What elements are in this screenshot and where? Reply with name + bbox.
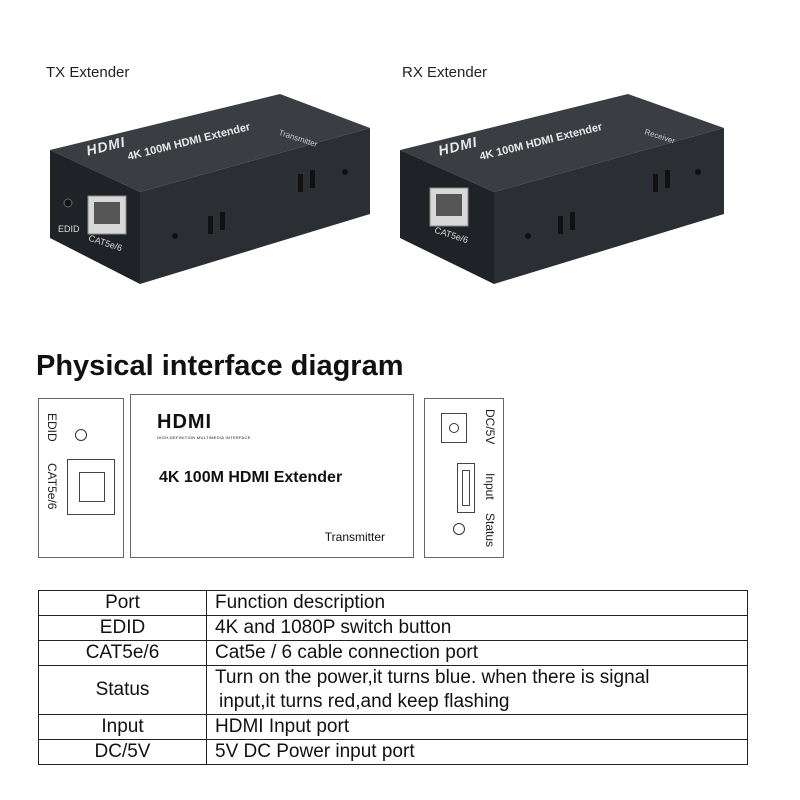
front-panel-subtitle: Transmitter: [324, 530, 385, 544]
device-top-face: [50, 94, 370, 192]
status-label: Status: [483, 513, 497, 548]
edid-button-icon: [63, 198, 73, 208]
tx-extender-device: HDMI 4K 100M HDMI Extender Transmitter E…: [40, 88, 380, 288]
rj45-port-icon: [67, 459, 115, 515]
tx-edid-text: EDID: [58, 224, 80, 234]
table-row: EDID 4K and 1080P switch button: [38, 615, 748, 641]
input-label: Input: [483, 473, 497, 500]
device-front-face: [140, 128, 370, 284]
table-header-row: Port Function description: [38, 590, 748, 616]
front-panel-title: 4K 100M HDMI Extender: [159, 469, 343, 486]
rx-extender-label: RX Extender: [402, 64, 488, 81]
function-table: Port Function description EDID 4K and 10…: [38, 590, 748, 765]
diagram-heading: Physical interface diagram: [36, 350, 404, 382]
left-port-label: CAT5e/6: [45, 463, 59, 510]
left-edid-label: EDID: [45, 413, 59, 442]
table-row: DC/5V 5V DC Power input port: [38, 739, 748, 765]
front-panel: HDMI HIGH-DEFINITION MULTIMEDIA INTERFAC…: [130, 394, 414, 558]
dc-label: DC/5V: [483, 409, 497, 445]
right-side-panel: DC/5V Input Status: [424, 398, 504, 558]
status-led-icon: [453, 523, 465, 535]
header-port: Port: [38, 590, 207, 616]
left-side-panel: EDID CAT5e/6: [38, 398, 124, 558]
edid-button-icon: [75, 429, 87, 441]
hdmi-logo: HDMI HIGH-DEFINITION MULTIMEDIA INTERFAC…: [157, 411, 251, 440]
header-function: Function description: [206, 590, 748, 616]
rx-extender-device: HDMI 4K 100M HDMI Extender Receiver CAT5…: [398, 88, 738, 288]
table-row: CAT5e/6 Cat5e / 6 cable connection port: [38, 640, 748, 666]
dc-jack-icon: [441, 413, 467, 443]
table-row: Status Turn on the power,it turns blue. …: [38, 665, 748, 715]
hdmi-port-icon: [457, 463, 475, 513]
tx-extender-label: TX Extender: [46, 64, 130, 81]
table-row: Input HDMI Input port: [38, 714, 748, 740]
